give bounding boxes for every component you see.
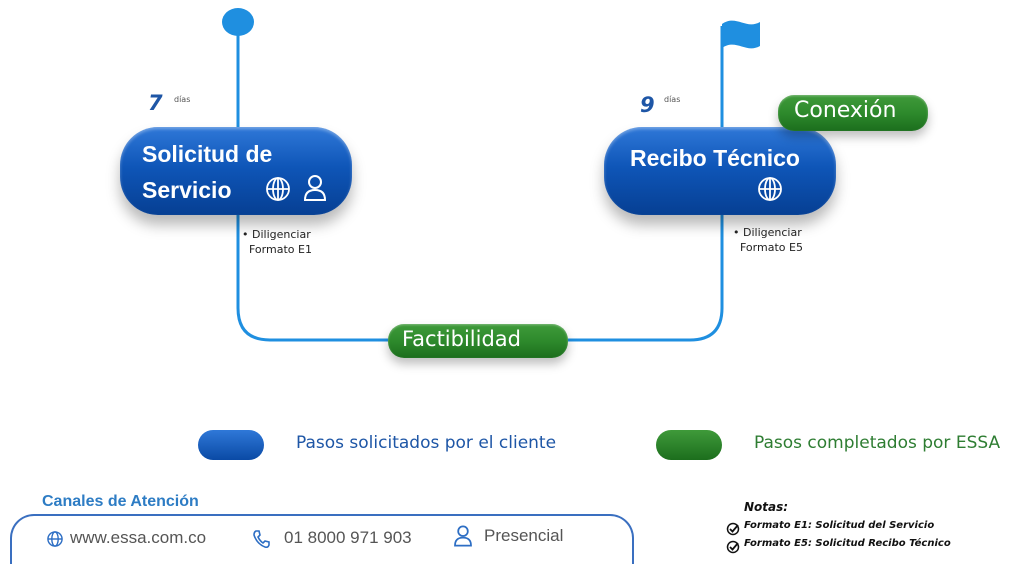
step-recibo-tecnico: Recibo Técnico [604, 127, 836, 215]
conexion-label: Conexión [794, 98, 897, 123]
canal-presencial: Presencial [484, 526, 564, 545]
step1-days-label: días [174, 95, 191, 104]
finish-flag-icon [722, 20, 760, 49]
nota-e5: Formato E5: Solicitud Recibo Técnico [744, 538, 951, 549]
globe-icon [756, 175, 784, 207]
step1-title-line2: Servicio [142, 177, 232, 203]
canal-phone[interactable]: 01 8000 971 903 [284, 528, 412, 547]
step2-title: Recibo Técnico [630, 145, 800, 171]
step1-title-line1: Solicitud de [142, 141, 273, 167]
milestone-conexion: Conexión [778, 95, 928, 131]
start-pin [222, 8, 254, 36]
milestone-factibilidad: Factibilidad [388, 324, 568, 358]
legend-client-swatch [198, 430, 264, 460]
nota-e1: Formato E1: Solicitud del Servicio [744, 520, 935, 531]
step2-days-label: días [664, 95, 681, 104]
step1-bullet: • Diligenciar Formato E1 [242, 228, 312, 256]
canales-box [10, 514, 634, 564]
check-badge-icon [726, 539, 740, 558]
step-solicitud-servicio: Solicitud de Servicio [120, 127, 352, 215]
globe-icon [264, 175, 292, 207]
phone-icon [252, 529, 270, 553]
step1-days: 7 [148, 91, 163, 115]
step2-bullet: • Diligenciar Formato E5 [733, 226, 803, 254]
person-icon [302, 173, 328, 207]
canal-web-link[interactable]: www.essa.com.co [70, 528, 207, 547]
canales-title: Canales de Atención [42, 493, 199, 510]
legend-client-text: Pasos solicitados por el cliente [296, 433, 557, 453]
legend-essa-swatch [656, 430, 722, 460]
globe-icon [46, 530, 64, 552]
step2-days: 9 [640, 93, 655, 117]
notas-title: Notas: [744, 500, 789, 514]
legend-essa-text: Pasos completados por ESSA [754, 433, 1001, 453]
factibilidad-label: Factibilidad [402, 327, 521, 351]
check-badge-icon [726, 521, 740, 540]
person-icon [452, 524, 474, 552]
